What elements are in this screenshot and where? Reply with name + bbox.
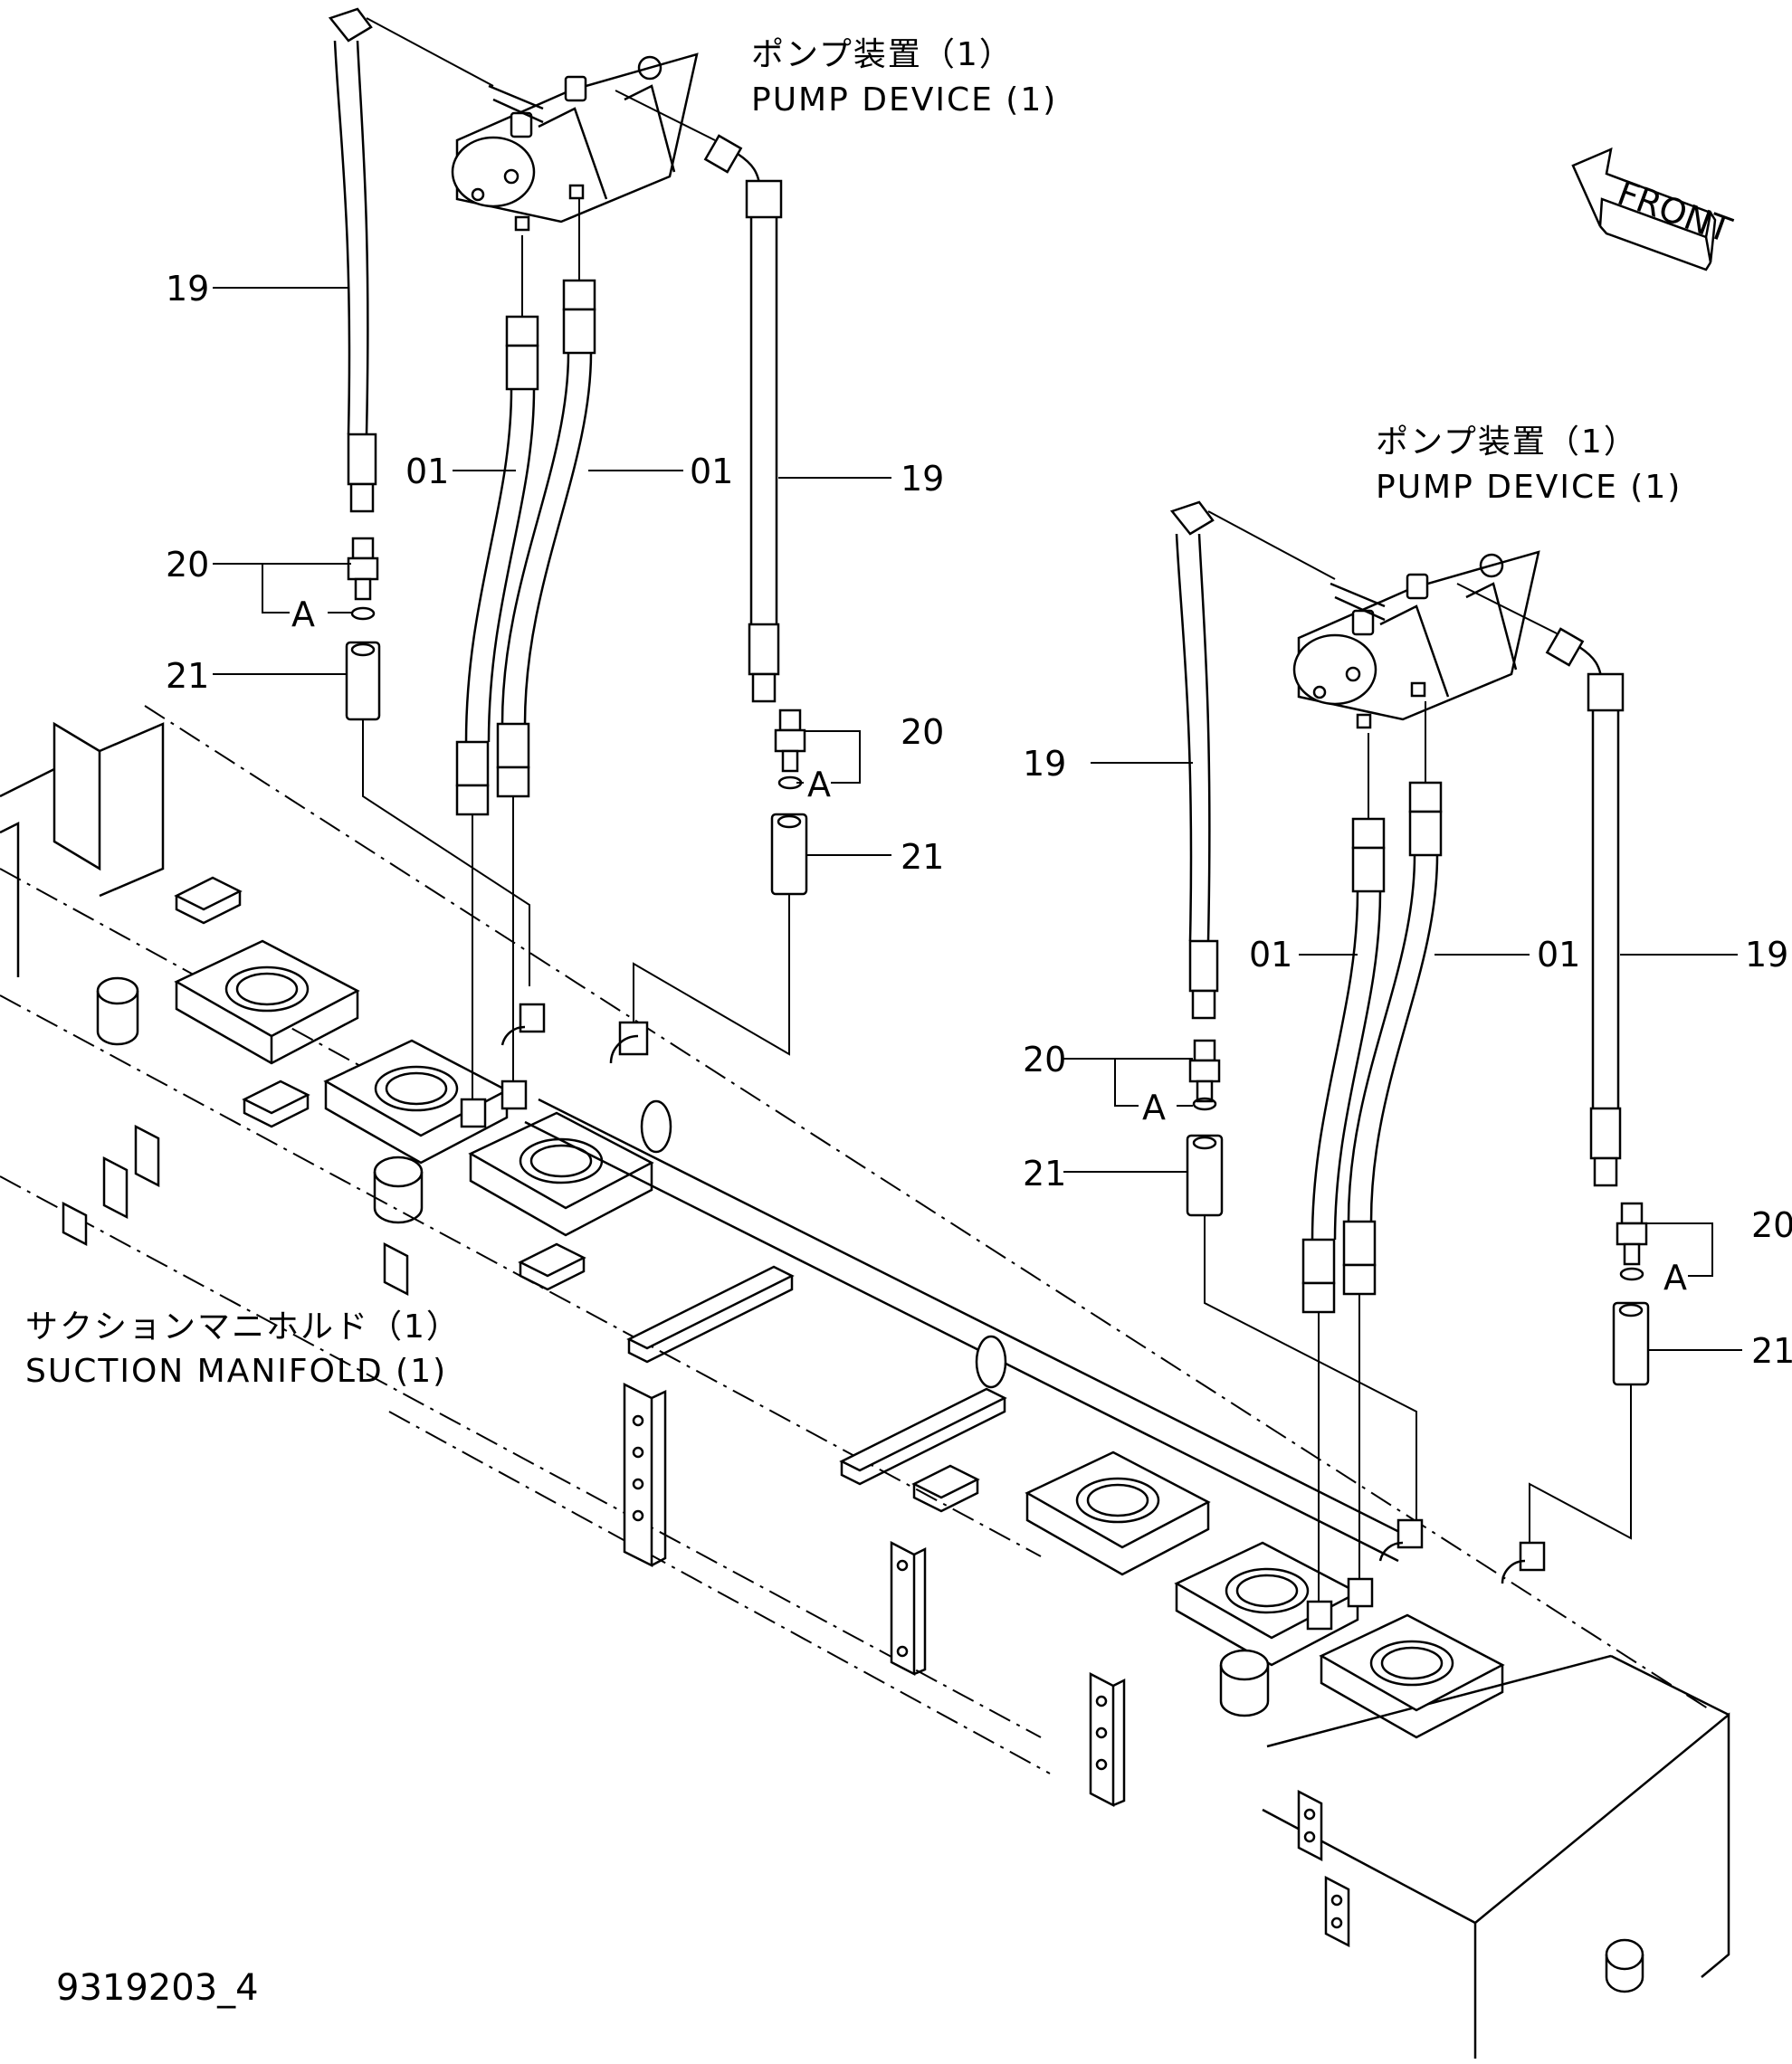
tube-01-pair-1 — [455, 199, 596, 1128]
adapter-21-right-2 — [1529, 1301, 1650, 1543]
front-arrow-icon: FRONT — [1571, 147, 1738, 271]
pump-device-1 — [451, 52, 699, 232]
label-21-left-1: 21 — [166, 656, 209, 696]
label-20-left-1: 20 — [166, 545, 209, 585]
label-20-left-2: 20 — [1023, 1040, 1066, 1080]
label-19-right-2: 19 — [1745, 935, 1788, 975]
suction-manifold-title-jp: サクションマニホルド（1） — [25, 1308, 461, 1346]
suction-manifold-title-en: SUCTION MANIFOLD (1) — [25, 1353, 447, 1390]
hose-19-right-2 — [1456, 583, 1625, 1187]
pump-device-1-title-jp: ポンプ装置（1） — [751, 36, 1014, 73]
label-01-right-1: 01 — [690, 452, 733, 491]
pump-device-2-title-en: PUMP DEVICE (1) — [1376, 469, 1682, 506]
label-19-right-1: 19 — [901, 459, 944, 499]
pump-device-2 — [1292, 550, 1540, 729]
label-21-right-2: 21 — [1751, 1331, 1792, 1371]
drawing-code: 9319203_4 — [56, 1967, 259, 2009]
adapter-21-right-1 — [609, 813, 808, 1064]
fitting-20-left-1 — [347, 537, 379, 621]
fitting-20-right-1 — [774, 709, 806, 790]
label-19-left-1: 19 — [166, 269, 209, 309]
label-21-left-2: 21 — [1023, 1154, 1066, 1194]
adapter-21-left-1 — [345, 641, 530, 986]
manifold-flanges — [62, 876, 1505, 1948]
label-20-right-2: 20 — [1751, 1205, 1792, 1245]
label-A-right-2: A — [1663, 1258, 1687, 1298]
label-19-left-2: 19 — [1023, 744, 1066, 784]
hose-19-left-1 — [328, 7, 494, 513]
label-A-right-1: A — [807, 765, 831, 804]
fitting-20-right-2 — [1616, 1202, 1648, 1281]
tube-01-pair-2 — [1301, 701, 1546, 1631]
label-A-left-2: A — [1142, 1088, 1166, 1127]
fitting-20-left-2 — [1188, 1039, 1221, 1111]
label-20-right-1: 20 — [901, 712, 944, 752]
label-01-left-2: 01 — [1249, 935, 1292, 975]
hose-19-right-1 — [615, 90, 783, 703]
pump-device-1-title-en: PUMP DEVICE (1) — [751, 81, 1057, 119]
label-01-left-1: 01 — [405, 452, 449, 491]
label-21-right-1: 21 — [901, 837, 944, 877]
pump-device-2-title-jp: ポンプ装置（1） — [1376, 423, 1638, 461]
leader-lines — [213, 287, 1742, 1351]
label-01-right-2: 01 — [1537, 935, 1580, 975]
front-arrow-label: FRONT — [1613, 173, 1738, 251]
label-A-left-1: A — [291, 594, 315, 634]
adapter-21-left-2 — [1186, 1134, 1417, 1520]
hose-19-left-2 — [1169, 500, 1336, 1020]
